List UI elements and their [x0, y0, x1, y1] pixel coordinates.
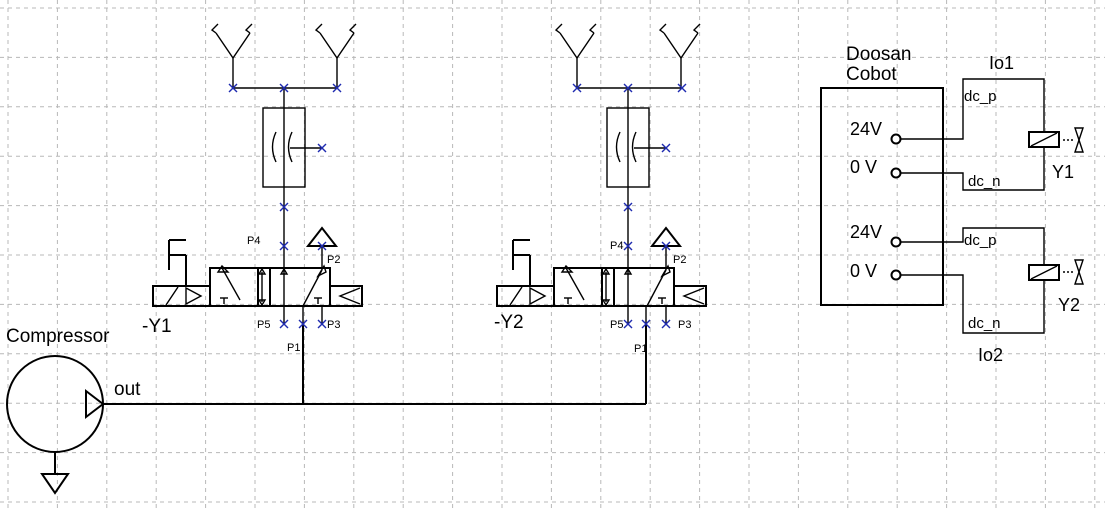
- io-pin-p-label: dc_p: [964, 88, 997, 105]
- io-pin-p-label: dc_p: [964, 232, 997, 249]
- port-marker: [641, 319, 651, 329]
- flow-control-block: [606, 107, 666, 188]
- cobot-controller[interactable]: Doosan Cobot 24V 0 V 24V 0 V: [820, 44, 944, 306]
- compressor[interactable]: Compressor out: [6, 326, 141, 495]
- terminal-label-24v-1: 24V: [850, 119, 882, 139]
- coil-label: Y1: [1052, 162, 1074, 182]
- port-marker: [572, 83, 582, 93]
- io-pin-n-label: dc_n: [968, 173, 1001, 190]
- exhaust-p2-triangle: [305, 226, 339, 247]
- port-marker: [661, 143, 671, 153]
- compressor-body: [6, 355, 104, 453]
- silencer-icon: [554, 23, 597, 88]
- port-marker: [317, 241, 327, 251]
- terminal-24v-1[interactable]: [890, 133, 902, 145]
- spring-return-icon: [329, 285, 363, 307]
- port-p2-label: P2: [673, 254, 686, 266]
- port-markers: [228, 83, 687, 329]
- cobot-title-line2: Cobot: [846, 64, 897, 85]
- solenoid-coil-icon: [1028, 259, 1084, 285]
- io-pin-n-label: dc_n: [968, 315, 1001, 332]
- port-p4-label: P4: [610, 240, 623, 252]
- port-marker: [623, 202, 633, 212]
- valve-body: [553, 264, 675, 307]
- cobot-title-line1: Doosan: [846, 44, 912, 65]
- valve-label: -Y1: [142, 316, 172, 337]
- compressor-label: Compressor: [6, 326, 110, 347]
- compressor-outlet-triangle: [85, 388, 105, 420]
- io-module-2[interactable]: Io2 dc_p dc_n Y2: [964, 232, 1084, 365]
- port-marker: [317, 319, 327, 329]
- compressor-exhaust-icon: [40, 473, 70, 495]
- port-marker: [298, 319, 308, 329]
- port-p3-label: P3: [678, 319, 691, 331]
- manual-override-icon: [512, 239, 531, 286]
- port-p5-label: P5: [610, 319, 623, 331]
- port-marker: [228, 83, 238, 93]
- port-marker: [279, 241, 289, 251]
- cobot-box: [820, 87, 944, 306]
- manual-override-icon: [168, 239, 187, 286]
- supply-line: [103, 324, 647, 405]
- port-marker: [661, 241, 671, 251]
- exhaust-p2-triangle: [649, 226, 683, 247]
- terminal-0v-2[interactable]: [890, 269, 902, 281]
- port-p5-label: P5: [257, 319, 270, 331]
- port-marker: [279, 83, 289, 93]
- io-module-label: Io2: [978, 345, 1003, 365]
- silencer-icon: [210, 23, 253, 88]
- port-marker: [677, 83, 687, 93]
- flow-control-block: [262, 107, 322, 188]
- port-marker: [317, 143, 327, 153]
- port-marker: [623, 319, 633, 329]
- valve-body: [209, 264, 331, 307]
- terminal-0v-1[interactable]: [890, 167, 902, 179]
- port-marker: [279, 202, 289, 212]
- solenoid-actuator: [496, 285, 555, 307]
- io-wiring: [900, 78, 1045, 334]
- solenoid-actuator: [152, 285, 211, 307]
- port-marker: [623, 83, 633, 93]
- compressor-port-label: out: [114, 379, 141, 400]
- terminal-label-0v-2: 0 V: [850, 261, 877, 281]
- port-p4-label: P4: [247, 235, 260, 247]
- port-p1-label: P1: [287, 342, 300, 354]
- coil-label: Y2: [1058, 295, 1080, 315]
- valve-label: -Y2: [494, 312, 524, 333]
- terminal-label-0v-1: 0 V: [850, 157, 877, 177]
- port-marker: [332, 83, 342, 93]
- io-module-1[interactable]: Io1 dc_p dc_n Y1: [964, 53, 1084, 190]
- spring-return-icon: [673, 285, 707, 307]
- port-marker: [661, 319, 671, 329]
- port-p3-label: P3: [327, 319, 340, 331]
- port-marker: [623, 241, 633, 251]
- io-module-label: Io1: [989, 53, 1014, 73]
- port-marker: [279, 319, 289, 329]
- silencer-icon: [314, 23, 357, 88]
- port-p1-label: P1: [634, 343, 647, 355]
- terminal-24v-2[interactable]: [890, 236, 902, 248]
- terminal-label-24v-2: 24V: [850, 222, 882, 242]
- silencer-icon: [658, 23, 701, 88]
- valve-unit-2[interactable]: -Y2 P4 P2 P5 P3 P1: [494, 23, 707, 355]
- solenoid-coil-icon: [1028, 127, 1084, 153]
- port-p2-label: P2: [327, 254, 340, 266]
